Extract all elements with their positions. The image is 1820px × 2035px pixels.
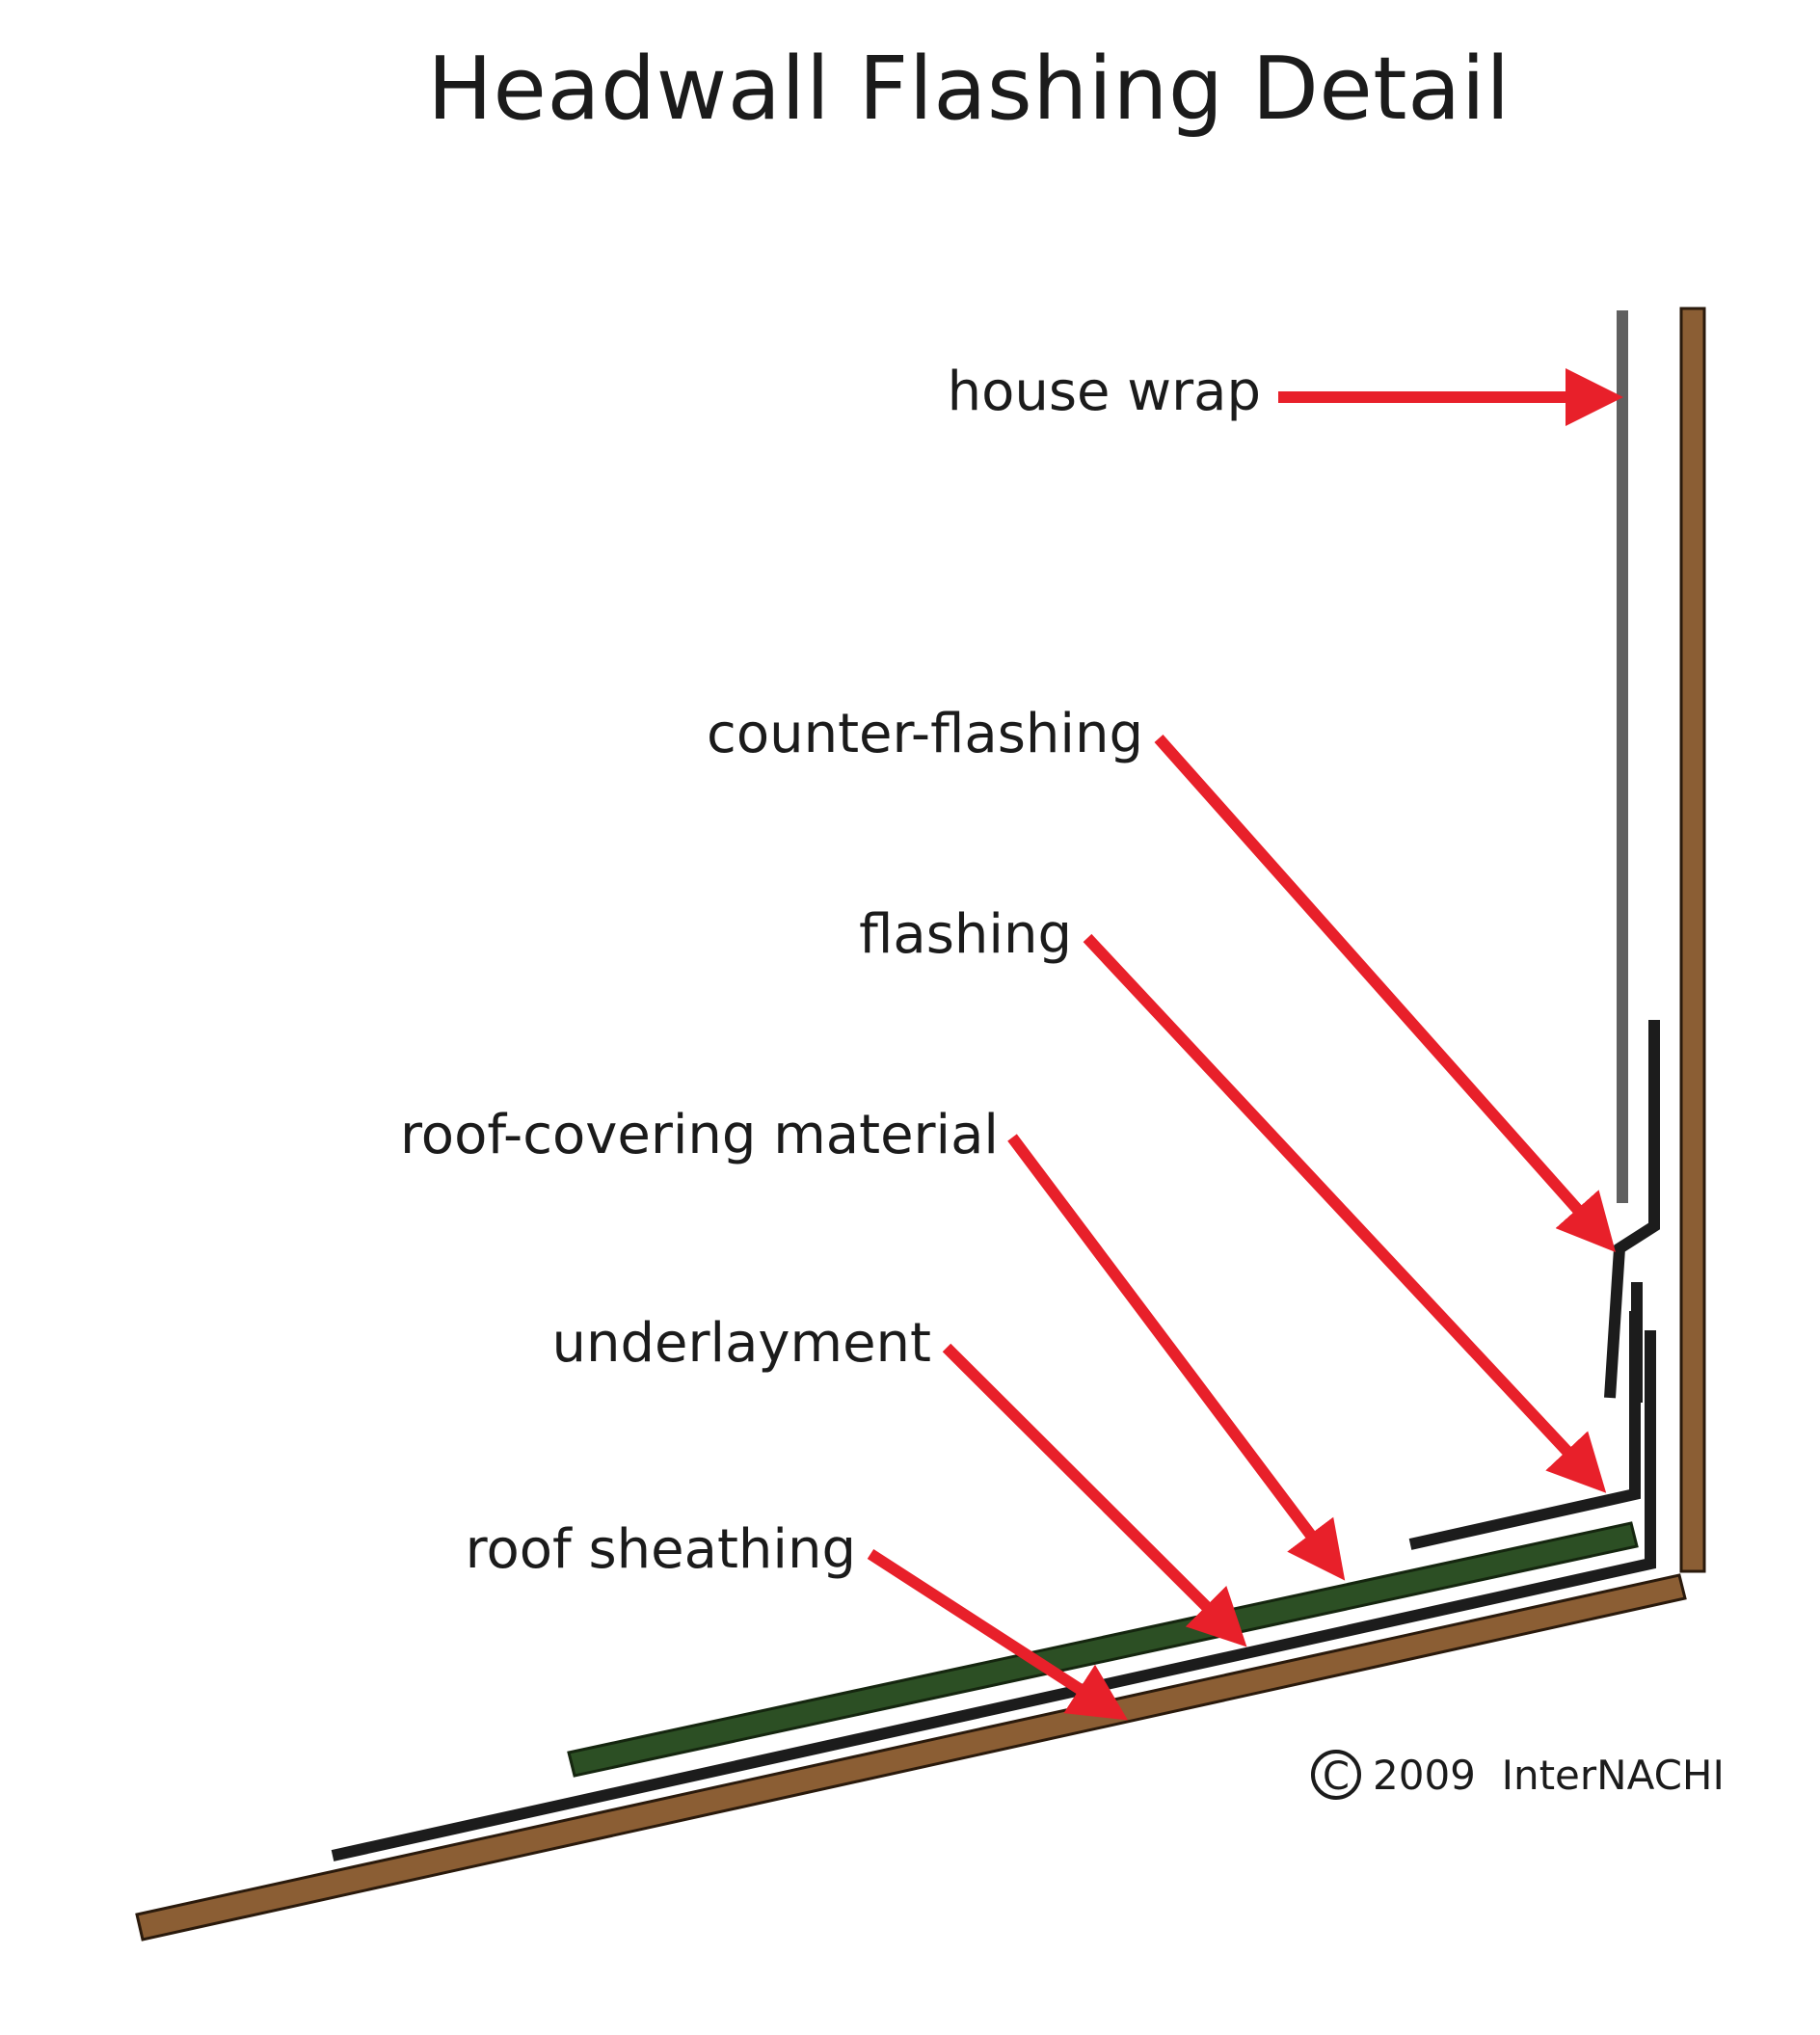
arrow-counter-flashing: [1154, 735, 1616, 1252]
label-underlayment: underlayment: [552, 1312, 931, 1375]
copyright-notice: C 2009 InterNACHI: [1311, 1750, 1725, 1800]
diagram-title: Headwall Flashing Detail: [427, 39, 1511, 140]
label-house-wrap: house wrap: [948, 361, 1261, 423]
roof-covering-material: [567, 1521, 1639, 1778]
copyright-text: 2009 InterNACHI: [1373, 1752, 1725, 1799]
flashing: [1408, 1311, 1641, 1550]
label-roof-covering-material: roof-covering material: [400, 1104, 999, 1166]
copyright-symbol: C: [1323, 1754, 1350, 1799]
arrow-flashing: [1083, 933, 1607, 1493]
label-flashing: flashing: [859, 903, 1072, 966]
copyright-circle-icon: [1311, 1750, 1361, 1800]
roof-sheathing: [135, 1573, 1687, 1941]
counter-flashing: [1604, 1020, 1660, 1399]
underlayment: [331, 1330, 1656, 1861]
label-roof-sheathing: roof sheathing: [466, 1518, 856, 1581]
arrow-roof-sheathing: [867, 1548, 1129, 1721]
wall-framing: [1679, 307, 1706, 1573]
label-counter-flashing: counter-flashing: [707, 703, 1143, 765]
arrow-roof-covering-material: [1007, 1134, 1346, 1581]
arrow-underlayment: [942, 1343, 1247, 1647]
